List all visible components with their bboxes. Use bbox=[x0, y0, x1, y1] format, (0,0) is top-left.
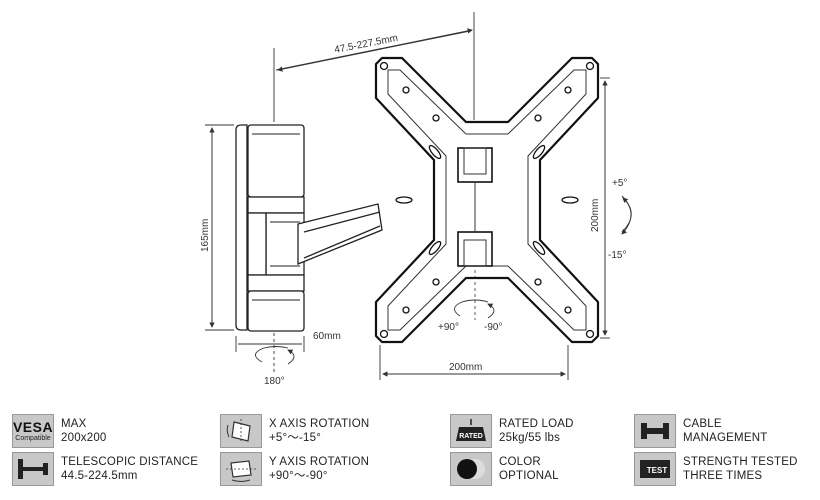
svg-text:RATED: RATED bbox=[459, 433, 483, 440]
spec-telescopic-distance: TELESCOPIC DISTANCE 44.5-224.5mm bbox=[12, 452, 198, 486]
strength-test-icon: TEST bbox=[634, 452, 676, 486]
spec-telescopic-value: 44.5-224.5mm bbox=[61, 470, 138, 482]
spec-color-value: OPTIONAL bbox=[499, 470, 559, 482]
spec-rated-load-title: RATED LOAD bbox=[499, 418, 574, 430]
cable-management-icon bbox=[634, 414, 676, 448]
arm-height-dimension-label: 165mm bbox=[200, 219, 211, 252]
side-view-hatching bbox=[252, 133, 300, 301]
spec-y-axis-title: Y AXIS ROTATION bbox=[269, 456, 370, 468]
spec-x-axis-value: +5°～-15° bbox=[269, 432, 322, 444]
spec-color-title: COLOR bbox=[499, 456, 541, 468]
spec-y-axis-value: +90°～-90° bbox=[269, 470, 328, 482]
product-diagram: 47.5-227.5mm 165mm 200mm 200mm 60mm 180°… bbox=[200, 12, 632, 387]
arm-width-dimension-label: 60mm bbox=[313, 331, 341, 342]
spec-y-axis-rotation: Y AXIS ROTATION +90°～-90° bbox=[220, 452, 369, 486]
spec-cable-title: CABLE bbox=[683, 418, 722, 430]
dimension-lines bbox=[205, 12, 632, 380]
tilt-up-label: +5° bbox=[612, 178, 627, 189]
spec-telescopic-title: TELESCOPIC DISTANCE bbox=[61, 456, 199, 468]
plate-width-dimension-label: 200mm bbox=[449, 362, 482, 373]
spec-strength-test: TEST STRENGTH TESTED THREE TIMES bbox=[634, 452, 798, 486]
vesa-plate bbox=[374, 56, 600, 344]
spec-vesa-title: MAX bbox=[61, 418, 87, 430]
plate-height-dimension-label: 200mm bbox=[590, 199, 601, 232]
spec-x-axis-title: X AXIS ROTATION bbox=[269, 418, 370, 430]
spec-cable-management: CABLE MANAGEMENT bbox=[634, 414, 767, 448]
rotation-positive-label: +90° bbox=[438, 322, 459, 333]
spec-vesa-value: 200x200 bbox=[61, 432, 107, 444]
spec-color: COLOR OPTIONAL bbox=[450, 452, 559, 486]
swivel-angle-label: 180° bbox=[264, 376, 285, 387]
rated-load-icon: RATED bbox=[450, 414, 492, 448]
side-view-bracket bbox=[235, 124, 383, 332]
svg-text:TEST: TEST bbox=[647, 466, 668, 475]
tilt-down-label: -15° bbox=[608, 250, 626, 261]
spec-rated-load-value: 25kg/55 lbs bbox=[499, 432, 561, 444]
y-axis-rotation-icon bbox=[220, 452, 262, 486]
color-icon bbox=[450, 452, 492, 486]
rotation-negative-label: -90° bbox=[484, 322, 502, 333]
spec-cable-value: MANAGEMENT bbox=[683, 432, 768, 444]
x-axis-rotation-icon bbox=[220, 414, 262, 448]
spec-strength-value: THREE TIMES bbox=[683, 470, 763, 482]
spec-strength-title: STRENGTH TESTED bbox=[683, 456, 798, 468]
telescopic-distance-icon bbox=[12, 452, 54, 486]
spec-rated-load: RATED RATED LOAD 25kg/55 lbs bbox=[450, 414, 574, 448]
spec-x-axis-rotation: X AXIS ROTATION +5°～-15° bbox=[220, 414, 369, 448]
